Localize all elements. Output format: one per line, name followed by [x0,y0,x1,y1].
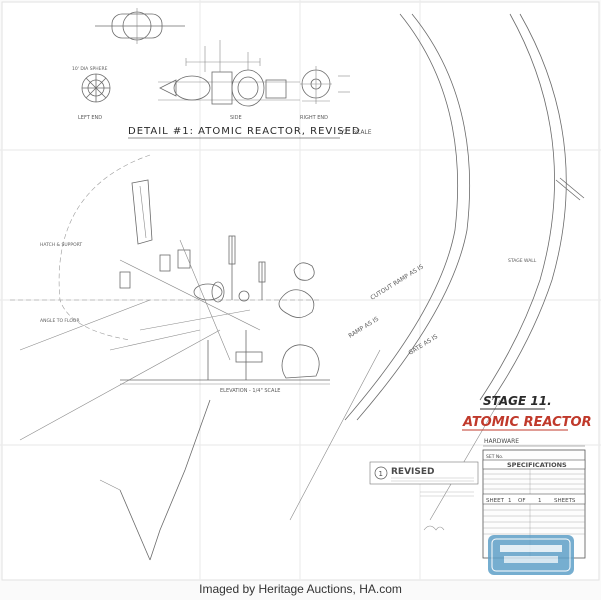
detail-title: DETAIL #1: ATOMIC REACTOR, REVISED [128,126,361,137]
plan-curves [10,13,585,561]
sheet-number: 1 [508,498,512,504]
revised-label: REVISED [391,467,435,477]
specifications-label: SPECIFICATIONS [507,461,567,469]
elevation-label: ELEVATION - 1/4" SCALE [220,388,280,394]
elevation-detail [109,235,330,385]
stage-wall-note: STAGE WALL [508,258,537,264]
note-left-2: ANGLE TO FLOOR [40,318,80,324]
sheet-label: SHEET [486,498,505,504]
of-label: OF [518,498,526,504]
set-label: SET No. [486,454,503,460]
detail-reactor-views [81,8,350,107]
hardware-label: HARDWARE [484,438,519,445]
view-side-label: SIDE [230,115,242,121]
view-right-label: RIGHT END [300,115,328,121]
image-credit: Imaged by Heritage Auctions, HA.com [199,582,402,596]
revised-number: 1 [379,470,383,478]
watermark-logo [488,535,574,575]
view-left-label: LEFT END [78,115,102,121]
stage-title: STAGE 11. [483,394,552,408]
sheet-total: 1 [538,498,542,504]
project-title: ATOMIC REACTOR [462,415,592,430]
sheets-label: SHEETS [554,498,576,504]
detail-scale: 1/2" SCALE [338,129,372,136]
note-left-1: HATCH & SUPPORT [40,242,82,248]
reactor-note: 10' DIA SPHERE [72,66,108,72]
